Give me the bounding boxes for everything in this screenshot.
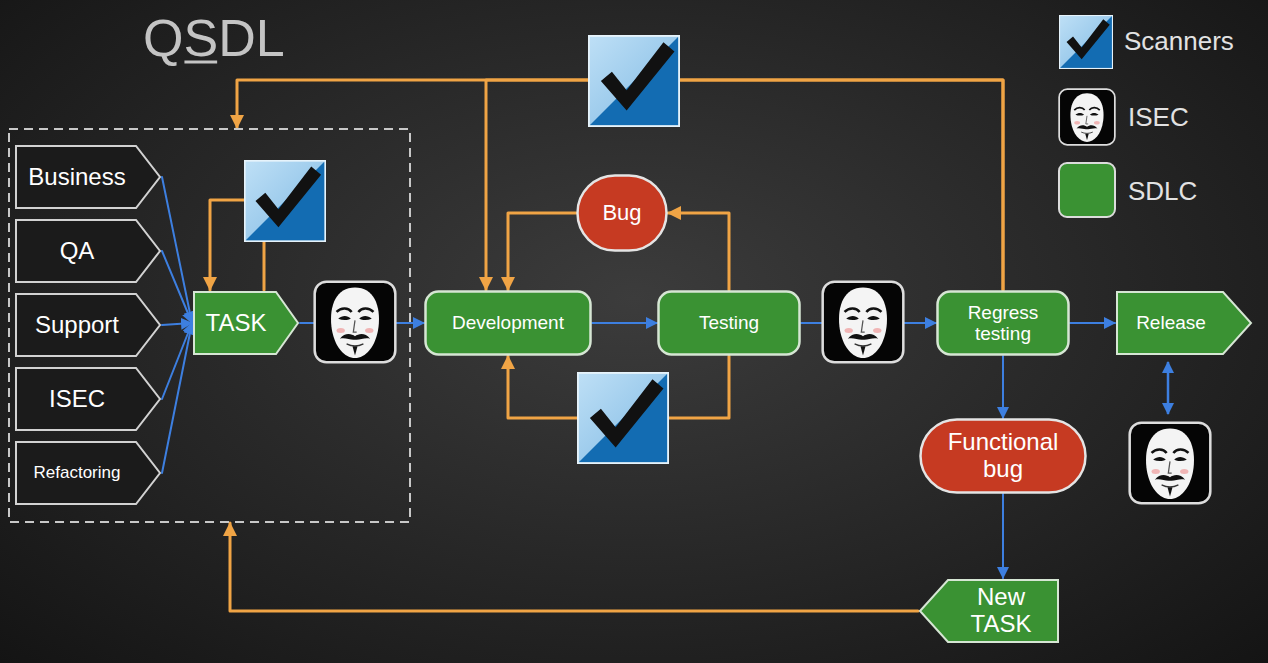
feedback-arrow <box>668 213 729 290</box>
node-label: Support <box>14 292 162 358</box>
pill-outline <box>578 176 667 251</box>
node-text: TASK <box>206 310 267 337</box>
scanner-icon <box>588 35 680 127</box>
scanner-icon <box>577 372 669 464</box>
node-label: Refactoring <box>14 440 162 506</box>
isec-icon <box>1130 423 1211 504</box>
source-arrow: Business <box>14 144 162 210</box>
isec-icon <box>315 282 396 363</box>
node-text: QA <box>60 238 95 265</box>
group-frame: BusinessQA SupportISEC Refactoring TASK <box>8 128 411 523</box>
source-arrow: ISEC <box>14 366 162 432</box>
arrow-outline <box>16 146 160 208</box>
flow-arrow <box>162 323 192 473</box>
flow-arrow <box>1070 322 1115 324</box>
rounded-outline <box>659 292 800 355</box>
dashed-frame <box>9 129 410 522</box>
flow-arrow <box>162 177 192 323</box>
scanner-icon <box>244 160 326 242</box>
pill-outline <box>921 420 1086 493</box>
isec-icon <box>823 282 904 363</box>
node-text: Refactoring <box>34 463 121 482</box>
arrow-outline <box>920 580 1058 642</box>
bug-pill: Functional bug <box>919 418 1087 494</box>
arrow-outline <box>194 292 298 354</box>
legend-text: ISEC <box>1128 102 1189 133</box>
node-label: ISEC <box>14 366 162 432</box>
flow-arrow <box>1002 494 1004 578</box>
title-text: QSDL <box>143 9 285 67</box>
legend-swatch <box>1058 162 1116 218</box>
rounded-outline <box>938 292 1069 355</box>
flow-arrow <box>162 323 192 399</box>
node-label: Regress testing <box>936 290 1070 356</box>
node-text: Business <box>28 164 125 191</box>
rounded-outline <box>426 292 591 355</box>
arrow-outline <box>1117 292 1251 354</box>
arrow-outline <box>16 442 160 504</box>
node-text: Development <box>452 312 564 333</box>
process-box: Development <box>424 290 592 356</box>
process-box: Testing <box>657 290 801 356</box>
legend-text: SDLC <box>1128 176 1197 207</box>
legend-text: Scanners <box>1124 26 1234 57</box>
diagram-title: QSDL <box>143 8 285 68</box>
node-text: Bug <box>602 201 641 226</box>
flow-arrow <box>162 251 192 323</box>
node-text: Support <box>35 312 119 339</box>
flow-arrow <box>1002 356 1004 418</box>
feedback-arrow <box>486 80 1003 290</box>
node-label: Testing <box>657 290 801 356</box>
node-text: Testing <box>699 312 759 333</box>
flow-arrow <box>162 323 192 325</box>
node-text: New TASK <box>950 584 1052 638</box>
node-label: New TASK <box>918 578 1060 644</box>
node-label: Release <box>1115 290 1253 356</box>
release-arrow: Release <box>1115 290 1253 356</box>
node-label: Functional bug <box>919 418 1087 494</box>
node-label: QA <box>14 218 162 284</box>
release-audit-arrow <box>1167 362 1170 414</box>
source-arrow: QA <box>14 218 162 284</box>
node-label: Business <box>14 144 162 210</box>
bug-pill: Bug <box>576 174 668 252</box>
node-label: Bug <box>576 174 668 252</box>
process-box: Regress testing <box>936 290 1070 356</box>
task-arrow: TASK <box>192 290 300 356</box>
legend-isec-icon <box>1059 89 1115 145</box>
node-label: Development <box>424 290 592 356</box>
arrow-outline <box>16 368 160 430</box>
flow-arrow <box>592 322 657 324</box>
node-text: ISEC <box>49 386 105 413</box>
feedback-arrow <box>508 213 576 290</box>
node-text: Functional bug <box>933 429 1073 483</box>
feedback-arrow <box>230 523 918 611</box>
arrow-outline <box>16 220 160 282</box>
source-arrow: Refactoring <box>14 440 162 506</box>
task-arrow: New TASK <box>918 578 1060 644</box>
arrow-outline <box>16 294 160 356</box>
node-text: Regress testing <box>946 302 1060 345</box>
node-label: TASK <box>192 290 300 356</box>
source-arrow: Support <box>14 292 162 358</box>
legend-scanner-icon <box>1059 15 1113 69</box>
node-text: Release <box>1136 312 1206 333</box>
